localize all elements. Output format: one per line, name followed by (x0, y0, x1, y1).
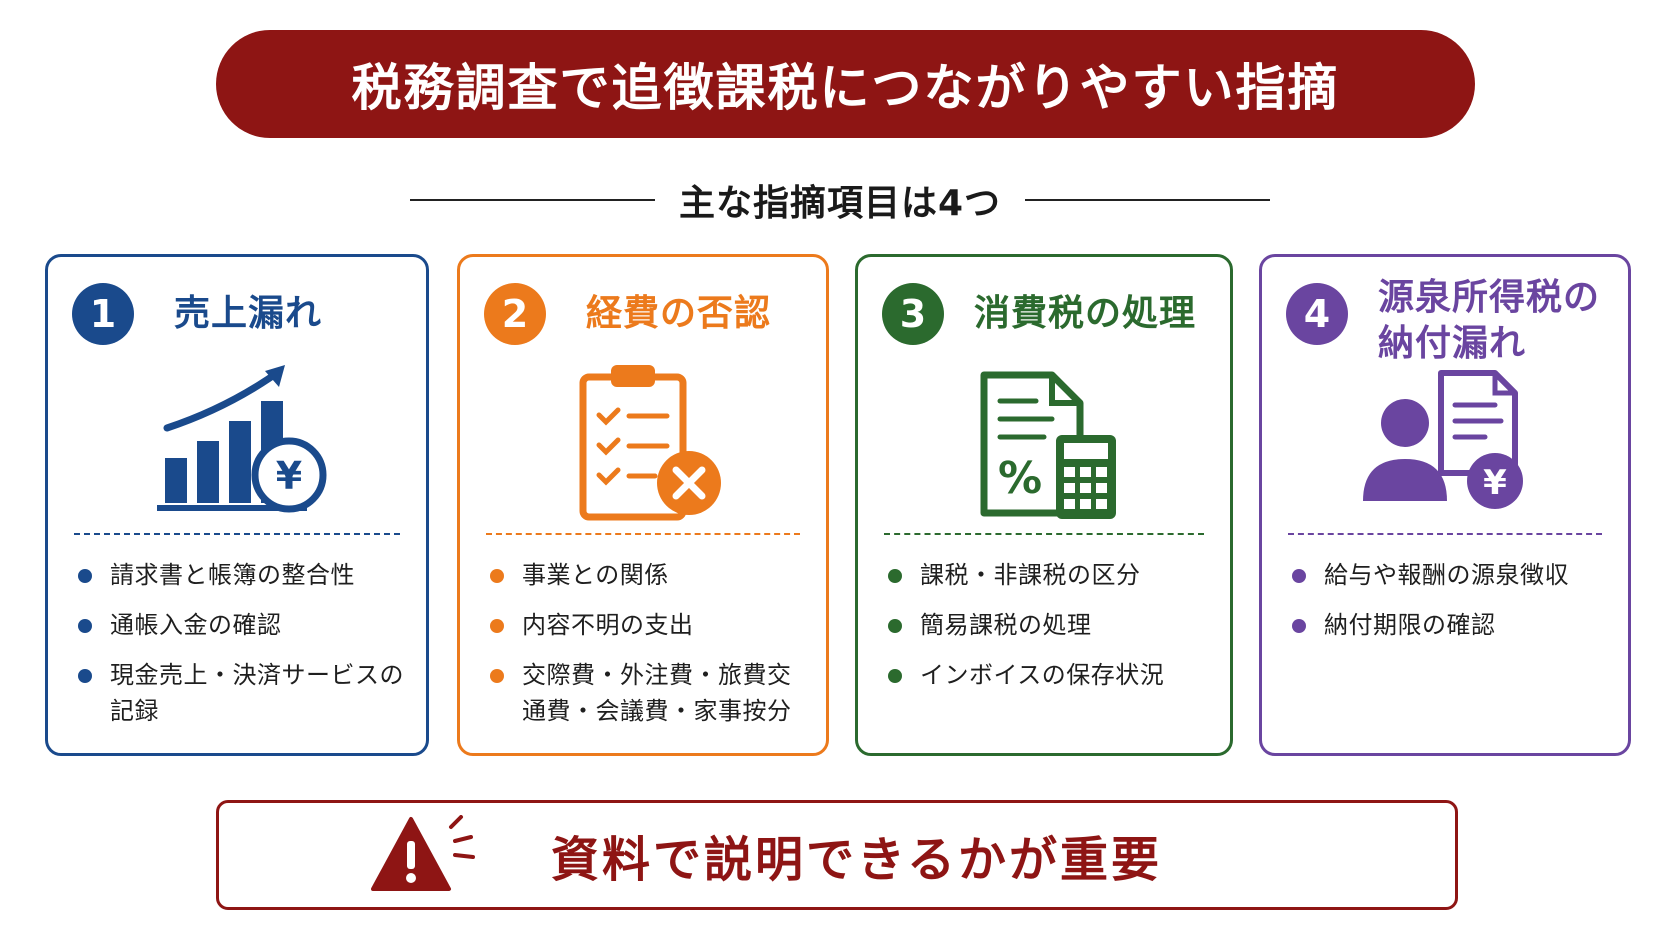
subtitle-line-right (1025, 199, 1271, 201)
card-number: 1 (72, 283, 134, 345)
tax-document-calculator-icon: % (858, 363, 1230, 533)
subtitle-line-left (409, 199, 655, 201)
list-item: 交際費・外注費・旅費交通費・会議費・家事按分 (486, 657, 814, 729)
list-item: 請求書と帳簿の整合性 (74, 557, 414, 593)
divider (486, 533, 800, 535)
divider (74, 533, 400, 535)
title-banner: 税務調査で追徴課税につながりやすい指摘 (216, 30, 1475, 138)
person-document-yen-icon: ¥ (1262, 363, 1628, 533)
card-title: 経費の否認 (586, 293, 772, 334)
svg-text:%: % (998, 453, 1042, 504)
list-item: 事業との関係 (486, 557, 814, 593)
item-list: 給与や報酬の源泉徴収 納付期限の確認 (1288, 557, 1616, 657)
page-title: 税務調査で追徴課税につながりやすい指摘 (351, 59, 1340, 117)
list-item: インボイスの保存状況 (884, 657, 1218, 693)
card-expense-denial: 2 経費の否認 事業との関係 内容不明の支出 交際費・外注費・旅費交通費・会議費… (457, 254, 829, 756)
item-list: 請求書と帳簿の整合性 通帳入金の確認 現金売上・決済サービスの記録 (74, 557, 414, 743)
list-item: 給与や報酬の源泉徴収 (1288, 557, 1616, 593)
card-header: 4 源泉所得税の納付漏れ (1286, 277, 1628, 367)
list-item: 通帳入金の確認 (74, 607, 414, 643)
bottom-banner: 資料で説明できるかが重要 (216, 800, 1458, 910)
list-item: 課税・非課税の区分 (884, 557, 1218, 593)
card-header: 2 経費の否認 (484, 283, 771, 345)
card-sales-omission: 1 売上漏れ ¥ 請求書と帳簿の整合性 通帳入金の確認 現金売上・決済サービスの… (45, 254, 429, 756)
card-title: 売上漏れ (174, 293, 323, 334)
bottom-message: 資料で説明できるかが重要 (551, 832, 1163, 888)
list-item: 現金売上・決済サービスの記録 (74, 657, 414, 729)
list-item: 納付期限の確認 (1288, 607, 1616, 643)
growth-chart-yen-icon: ¥ (48, 363, 426, 533)
card-title: 消費税の処理 (974, 293, 1197, 334)
warning-icon (371, 815, 475, 891)
list-item: 内容不明の支出 (486, 607, 814, 643)
subtitle: 主な指摘項目は4つ (678, 183, 1002, 224)
list-item: 簡易課税の処理 (884, 607, 1218, 643)
card-title: 源泉所得税の納付漏れ (1378, 277, 1601, 364)
card-header: 3 消費税の処理 (882, 283, 1196, 345)
card-header: 1 売上漏れ (72, 283, 322, 345)
item-list: 事業との関係 内容不明の支出 交際費・外注費・旅費交通費・会議費・家事按分 (486, 557, 814, 743)
item-list: 課税・非課税の区分 簡易課税の処理 インボイスの保存状況 (884, 557, 1218, 707)
card-withholding-tax: 4 源泉所得税の納付漏れ ¥ 給与や報酬の源泉徴収 納付期限の確認 (1259, 254, 1631, 756)
divider (884, 533, 1204, 535)
card-number: 2 (484, 283, 546, 345)
subtitle-row: 主な指摘項目は4つ (390, 172, 1290, 228)
card-consumption-tax: 3 消費税の処理 % 課税・非課税の区分 簡易課税の処理 インボイスの保存状況 (855, 254, 1233, 756)
clipboard-reject-icon (460, 363, 826, 533)
svg-text:¥: ¥ (1483, 463, 1507, 503)
card-number: 4 (1286, 283, 1348, 345)
card-number: 3 (882, 283, 944, 345)
svg-text:¥: ¥ (276, 454, 302, 498)
divider (1288, 533, 1602, 535)
